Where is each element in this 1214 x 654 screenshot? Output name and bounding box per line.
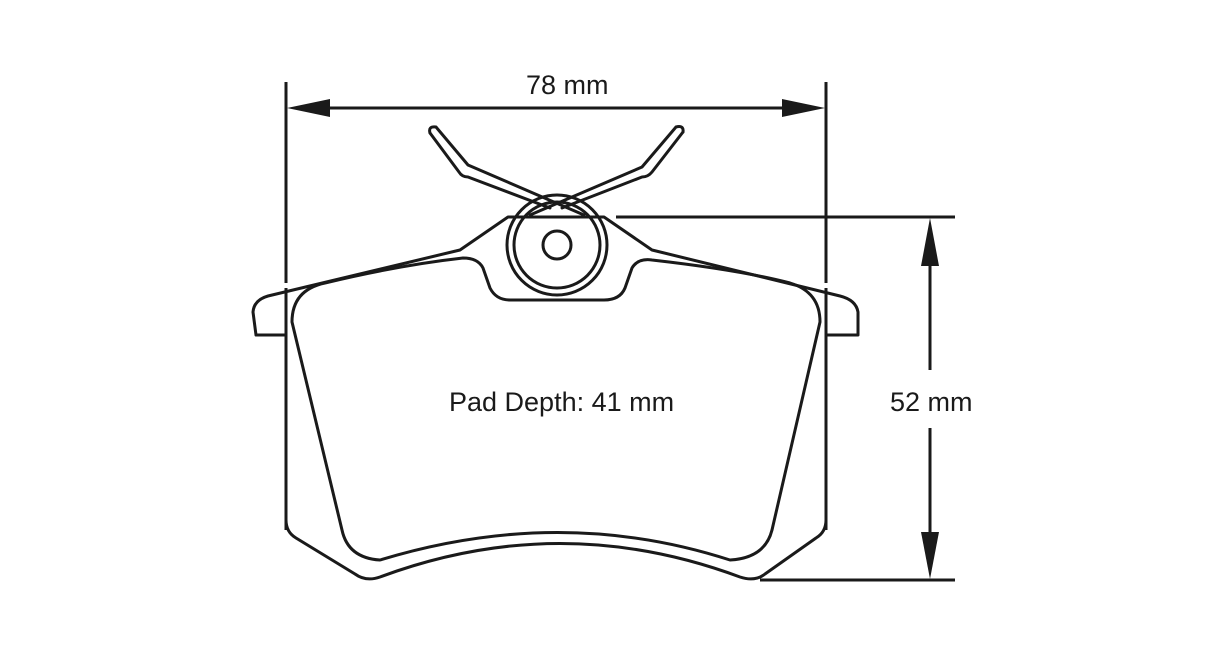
arrow-right-icon: [782, 99, 825, 117]
width-dimension-label: 78 mm: [526, 70, 609, 100]
spring-clip-left-arm: [428, 125, 586, 217]
friction-material-outline: [290, 256, 822, 562]
arrow-down-icon: [921, 532, 939, 579]
backing-plate-outline: [251, 215, 860, 581]
spring-clip: [428, 125, 685, 217]
spring-clip-left-arm-inner: [428, 131, 552, 210]
pivot-inner-ring: [512, 200, 602, 290]
pad-depth-label: Pad Depth: 41 mm: [449, 387, 675, 417]
height-dimension-label: 52 mm: [888, 387, 975, 417]
spring-clip-right-arm: [528, 125, 685, 217]
arrow-left-icon: [287, 99, 330, 117]
arrow-up-icon: [921, 218, 939, 266]
pivot-boss: [505, 193, 609, 297]
spring-clip-right-arm-inner: [560, 130, 685, 210]
pivot-outer-ring: [505, 193, 609, 297]
height-dimension: [616, 215, 955, 582]
width-dimension: [284, 82, 828, 530]
pivot-hole: [541, 229, 573, 261]
